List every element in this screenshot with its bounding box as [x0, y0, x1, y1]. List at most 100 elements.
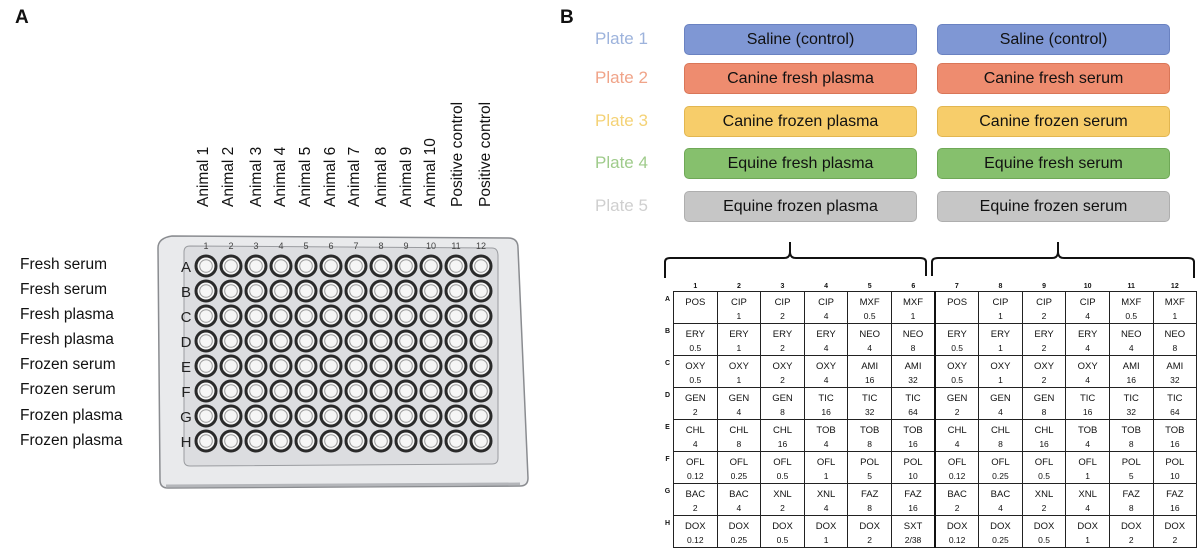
grid-cell-drug: DOX — [728, 521, 750, 532]
plate-shadow-edge — [165, 482, 521, 488]
grid-cell-drug: OXY — [947, 361, 968, 372]
row-label: Fresh plasma — [20, 306, 114, 323]
grid-cell-concentration: 1 — [823, 535, 829, 545]
plate-well-inner — [374, 284, 388, 298]
grid-row-letter: A — [664, 295, 671, 303]
grid-cell-concentration: 1 — [1085, 535, 1090, 545]
plate-well — [419, 404, 443, 428]
plate-content-box-left: Canine fresh plasma — [684, 63, 917, 94]
plate-column-number: 10 — [426, 241, 436, 251]
grid-cell-concentration: 4 — [1085, 343, 1090, 353]
plate-column-number: 2 — [228, 241, 233, 251]
grid-cell-concentration: 0.5 — [863, 311, 876, 321]
grid-cell-drug: GEN — [990, 393, 1011, 404]
plate-well-inner — [349, 259, 363, 273]
grid-cell-concentration: 0.25 — [730, 535, 748, 545]
plate-well — [369, 404, 393, 428]
plate-well — [194, 429, 218, 453]
grid-cell-drug: OXY — [1034, 361, 1055, 372]
grid-cell-drug: OXY — [816, 361, 837, 372]
grid-cell-concentration: 4 — [1085, 311, 1090, 321]
plate-well — [269, 279, 293, 303]
plate-well — [219, 379, 243, 403]
plate-well — [394, 354, 418, 378]
grid-cell-drug: POL — [1121, 457, 1141, 468]
plate-well-inner — [224, 434, 238, 448]
grid-cell-drug: NEO — [902, 329, 924, 340]
plate-well-inner — [224, 334, 238, 348]
grid-cell-concentration: 4 — [692, 439, 698, 449]
plate-well — [269, 329, 293, 353]
grid-cell-concentration: 1 — [998, 343, 1003, 353]
plate-label: Plate 2 — [595, 68, 648, 87]
plate-well-inner — [224, 384, 238, 398]
plate-well — [269, 429, 293, 453]
grid-cell-concentration: 8 — [780, 407, 785, 417]
plate-well-inner — [249, 334, 263, 348]
row-label: Frozen serum — [20, 381, 116, 398]
plate-well-inner — [249, 284, 263, 298]
plate-well — [344, 354, 368, 378]
grid-cell-concentration: 1 — [736, 375, 742, 385]
grid-cell-drug: OXY — [728, 361, 749, 372]
grid-cell-concentration: 1 — [823, 471, 829, 481]
grid-cell-concentration: 4 — [823, 343, 829, 353]
grid-cell-drug: FAZ — [1166, 489, 1184, 500]
plate-well-inner — [249, 259, 263, 273]
grid-cell-drug: CIP — [774, 297, 791, 308]
plate-well — [269, 379, 293, 403]
grid-cell-drug: XNL — [816, 489, 836, 500]
grid-cell-drug: TIC — [862, 393, 878, 404]
grid-cell-concentration: 2/38 — [904, 535, 922, 545]
grid-cell-concentration: 2 — [1041, 343, 1047, 353]
plate-well-inner — [199, 259, 213, 273]
grid-cell-concentration: 16 — [1082, 407, 1093, 417]
grid-cell-concentration: 1 — [910, 311, 916, 321]
plate-label: Plate 5 — [595, 196, 648, 215]
plate-well — [469, 379, 493, 403]
plate-row-letter: C — [181, 309, 192, 326]
grid-cell-concentration: 0.12 — [687, 471, 704, 481]
grid-cell-concentration: 16 — [1126, 375, 1136, 385]
grid-cell-drug: ERY — [816, 329, 836, 340]
row-label: Fresh plasma — [20, 331, 114, 348]
plate-well — [469, 279, 493, 303]
grid-cell-drug: POL — [860, 457, 880, 468]
grid-cell-concentration: 4 — [823, 503, 829, 513]
row-label: Fresh serum — [20, 281, 107, 298]
plate-row-letter: G — [180, 409, 192, 426]
grid-cell-drug: CHL — [1034, 425, 1054, 436]
plate-well — [344, 404, 368, 428]
plate-well-inner — [424, 434, 438, 448]
plate-well — [344, 379, 368, 403]
plate-well — [369, 254, 393, 278]
grid-row-letter: G — [664, 487, 671, 495]
plate-well-inner — [374, 384, 388, 398]
plate-well-inner — [274, 334, 288, 348]
panel-a-letter: A — [15, 7, 29, 28]
plate-well-inner — [474, 409, 488, 423]
plate-well — [219, 429, 243, 453]
grid-row-letter: C — [664, 359, 671, 367]
row-label: Frozen plasma — [20, 432, 123, 449]
